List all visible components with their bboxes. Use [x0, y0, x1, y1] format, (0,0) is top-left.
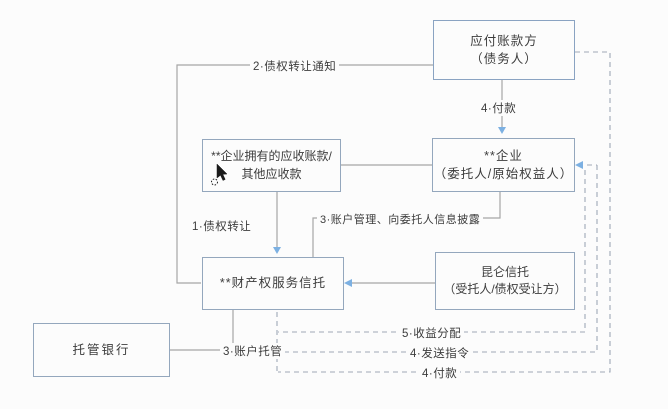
- node-kunlun-line1: 昆仑信托: [480, 264, 529, 279]
- arrow-into-enterprise-right: [575, 161, 583, 169]
- node-trust: **财产权服务信托: [202, 257, 344, 310]
- edge-label-account-management: 3·账户管理、向委托人信息披露: [317, 211, 484, 227]
- node-bank-line1: 托管银行: [72, 342, 131, 357]
- edge-label-income-distribution: 5·收益分配: [399, 325, 465, 341]
- arrow-into-trust-right: [344, 279, 352, 287]
- node-receivables-line1: **企业拥有的应收账款/: [211, 149, 332, 164]
- arrow-into-trust-top: [273, 247, 281, 254]
- node-debtor-line2: （债务人）: [470, 52, 538, 66]
- node-receivables-line2: 其他应收款: [241, 166, 302, 181]
- node-debtor: 应付账款方 （债务人）: [433, 20, 575, 80]
- edge-label-payment-bottom: 4·付款: [419, 365, 461, 381]
- node-enterprise: **企业 （委托人/原始权益人）: [432, 138, 575, 192]
- node-enterprise-line1: **企业: [484, 148, 523, 163]
- edge-label-debt-transfer: 1·债权转让: [189, 218, 255, 234]
- edge-label-debt-transfer-notice: 2·债权转让通知: [250, 58, 340, 74]
- mouse-cursor-icon: [211, 163, 228, 186]
- node-kunlun: 昆仑信托 （受托人/债权受让方）: [435, 252, 575, 310]
- arrow-into-enterprise-top: [498, 127, 506, 134]
- node-enterprise-line2: （委托人/原始权益人）: [433, 167, 574, 181]
- edge-label-account-custody: 3·账户托管: [220, 343, 286, 359]
- node-trust-line1: **财产权服务信托: [219, 276, 327, 291]
- node-kunlun-line2: （受托人/债权受让方）: [443, 282, 567, 296]
- edge-label-payment-top: 4·付款: [478, 100, 520, 116]
- node-bank: 托管银行: [33, 323, 170, 377]
- node-receivables: **企业拥有的应收账款/ 其他应收款: [202, 139, 341, 192]
- edge-label-send-instructions: 4·发送指令: [407, 345, 473, 361]
- node-debtor-line1: 应付账款方: [470, 33, 538, 48]
- edge-income-distribution-dashed: [278, 170, 586, 333]
